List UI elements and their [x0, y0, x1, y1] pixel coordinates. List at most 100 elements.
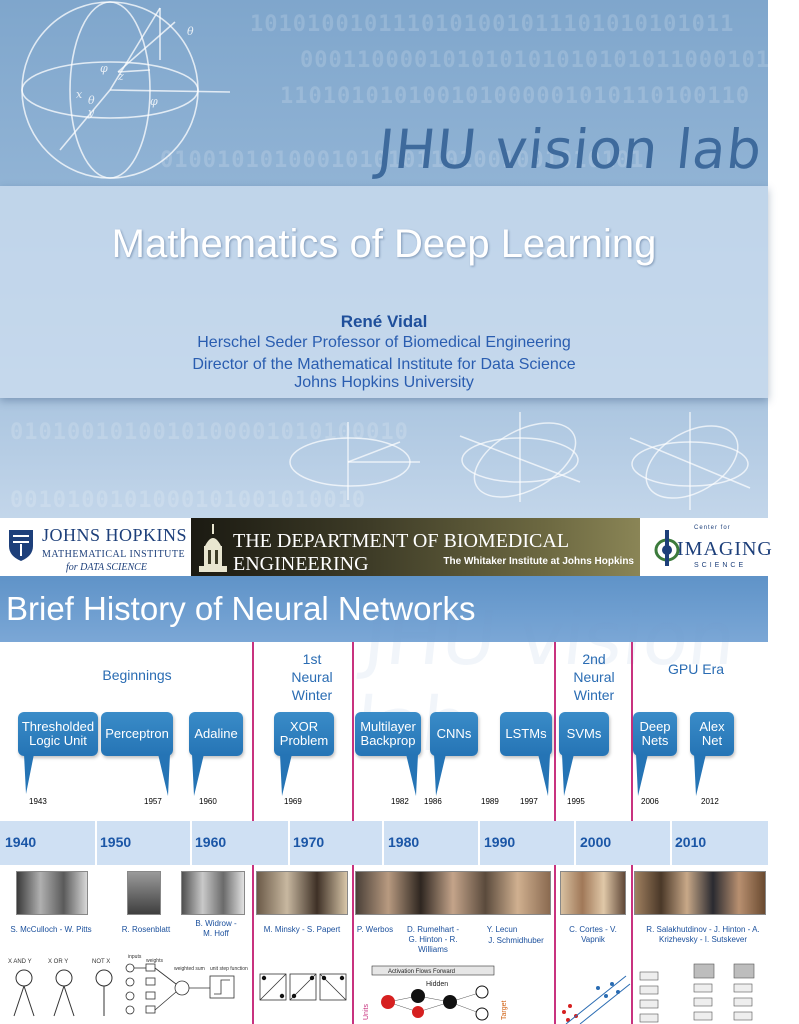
- gate-label: X AND Y: [8, 959, 32, 965]
- flow-label: Activation Flows Forward: [388, 969, 455, 975]
- jhu-shield-icon: [9, 530, 33, 561]
- pioneer-caption: P. Werbos: [356, 925, 394, 934]
- history-slide: Brief History of Neural Networks JHU vis…: [0, 576, 768, 1024]
- binary-texture-row: 0010100101000101001010010: [10, 488, 367, 513]
- milestone-year: 1982: [391, 797, 409, 806]
- binary-texture-row: 1010100101110101001011101010101011: [250, 12, 735, 37]
- bme-name: THE DEPARTMENT OF BIOMEDICAL ENGINEERING: [233, 530, 569, 575]
- slide-title: Mathematics of Deep Learning: [111, 222, 657, 266]
- era-label: 2nd Neural Winter: [573, 651, 615, 703]
- milestone-year: 1995: [567, 797, 585, 806]
- pioneer-caption: Y. Lecun: [486, 925, 518, 934]
- binary-texture-row: 0101001010010100001010100010: [10, 420, 409, 445]
- logo-strip: JOHNS HOPKINS MATHEMATICAL INSTITUTE for…: [0, 518, 772, 576]
- adaline-label: weighted sum: [174, 966, 205, 972]
- milestone-bubble: CNNs: [430, 712, 478, 756]
- milestone-bubble: Perceptron: [101, 712, 173, 756]
- svg-text:z: z: [117, 70, 124, 83]
- milestone-pointers: [24, 754, 706, 796]
- pioneer-caption: J. Schmidhuber: [488, 936, 544, 945]
- affiliation-line: Director of the Mathematical Institute f…: [192, 356, 576, 373]
- adaline-label: weights: [146, 958, 163, 964]
- jhu-institute-line2: for DATA SCIENCE: [66, 562, 147, 573]
- decade-label: 1940: [5, 834, 37, 850]
- milestone-bubble: Thresholded Logic Unit: [18, 712, 98, 756]
- decade-separator: [382, 821, 384, 865]
- portrait-photo: [560, 871, 626, 915]
- svg-text:φ: φ: [100, 62, 108, 75]
- affiliation-line: Johns Hopkins University: [294, 374, 474, 391]
- milestone-year: 2006: [641, 797, 659, 806]
- units-label: Units: [363, 1004, 370, 1020]
- decade-separator: [478, 821, 480, 865]
- decade-separator: [670, 821, 672, 865]
- milestone-bubble: Deep Nets: [633, 712, 677, 756]
- ellipse-diagrams: [289, 412, 751, 510]
- pioneer-caption: R. Rosenblatt: [121, 925, 171, 934]
- decade-separator: [190, 821, 192, 865]
- adaline-label: unit step function: [210, 966, 248, 972]
- milestone-year: 1969: [284, 797, 302, 806]
- adaline-label: inputs: [128, 954, 142, 960]
- svg-text:y: y: [87, 106, 95, 119]
- binary-texture-row: 00011000010101010101010101100010101: [300, 48, 799, 73]
- milestone-bubble: Adaline: [189, 712, 243, 756]
- svg-text:x: x: [76, 88, 83, 101]
- milestone-bubble: XOR Problem: [274, 712, 334, 756]
- milestone-year: 1960: [199, 797, 217, 806]
- decade-timeline-bar: [0, 821, 768, 865]
- gate-label: NOT X: [92, 959, 110, 965]
- milestone-bubble: Alex Net: [690, 712, 734, 756]
- milestone-bubble: LSTMs: [500, 712, 552, 756]
- milestone-year: 1997: [520, 797, 538, 806]
- imaging-sub: SCIENCE: [694, 562, 747, 569]
- decade-label: 2010: [675, 834, 707, 850]
- building-dome-icon: [199, 524, 227, 572]
- decade-label: 1990: [484, 834, 516, 850]
- jhu-mathematical-institute-logo: JOHNS HOPKINS MATHEMATICAL INSTITUTE for…: [0, 518, 191, 576]
- title-slide: 1010100101110101001011101010101011 00011…: [0, 0, 798, 518]
- jhu-vision-lab-brand: JHU vision lab: [374, 118, 766, 181]
- imaging-swirl-icon: [654, 530, 680, 566]
- era-label: Beginnings: [102, 667, 172, 683]
- pioneer-caption: B. Widrow - M. Hoff: [195, 919, 237, 938]
- bme-department-logo: THE DEPARTMENT OF BIOMEDICAL ENGINEERING…: [191, 518, 640, 576]
- milestone-year: 2012: [701, 797, 719, 806]
- decade-separator: [574, 821, 576, 865]
- decade-label: 1960: [195, 834, 227, 850]
- portrait-photo: [634, 871, 766, 915]
- svg-text:φ: φ: [150, 95, 158, 108]
- portrait-photo: [355, 871, 551, 915]
- affiliation-line: Herschel Seder Professor of Biomedical E…: [197, 334, 571, 351]
- jhu-institute-line: MATHEMATICAL INSTITUTE: [42, 549, 186, 560]
- decade-label: 1970: [293, 834, 325, 850]
- decade-label: 1950: [100, 834, 132, 850]
- svm-scatter-sketch: [562, 975, 631, 1024]
- era-label: GPU Era: [668, 661, 725, 677]
- decade-separator: [95, 821, 97, 865]
- binary-texture-row: 0100101010001010101101001001010101: [160, 148, 645, 173]
- milestone-bubble: Multilayer Backprop: [355, 712, 421, 756]
- title-band: [0, 186, 768, 398]
- logic-gate-sketch: X AND Y X OR Y NOT X: [8, 959, 113, 1017]
- decade-label: 1980: [388, 834, 420, 850]
- xor-problem-sketch: [259, 973, 347, 1001]
- adaline-sketch: inputs weights weighted sum unit step fu…: [125, 954, 248, 1015]
- hidden-label: Hidden: [426, 981, 448, 988]
- deep-net-diagrams-sketch: [639, 963, 755, 1023]
- pioneer-caption: D. Rumelhart - G. Hinton - R. Williams: [406, 925, 459, 954]
- imaging-name: IMAGING: [677, 538, 773, 560]
- backprop-network-sketch: Activation Flows Forward Hidden Units Ta…: [363, 965, 508, 1021]
- portrait-photo: [127, 871, 161, 915]
- portrait-photo: [181, 871, 245, 915]
- history-title-band: [0, 576, 768, 642]
- author-name: René Vidal: [340, 312, 428, 331]
- target-label: Target: [501, 1000, 508, 1020]
- portrait-photo: [16, 871, 88, 915]
- milestone-year: 1943: [29, 797, 47, 806]
- pioneer-caption: S. McCulloch - W. Pitts: [10, 925, 92, 934]
- svg-text:θ: θ: [88, 94, 95, 107]
- svg-text:θ: θ: [187, 25, 194, 38]
- milestone-year: 1989: [481, 797, 499, 806]
